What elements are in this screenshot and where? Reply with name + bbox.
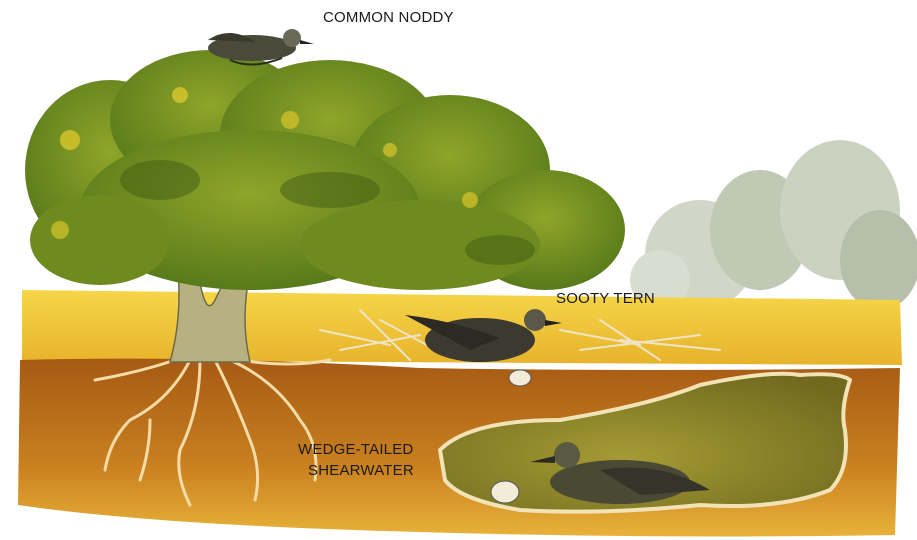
wedge-tailed-label-line2: SHEARWATER (308, 462, 414, 480)
tree-canopy (25, 50, 625, 290)
sooty-tern-label: SOOTY TERN (556, 290, 655, 308)
common-noddy-label: COMMON NODDY (323, 9, 454, 27)
background-trees (630, 140, 917, 310)
wedge-tailed-label-line1: WEDGE-TAILED (298, 441, 413, 459)
